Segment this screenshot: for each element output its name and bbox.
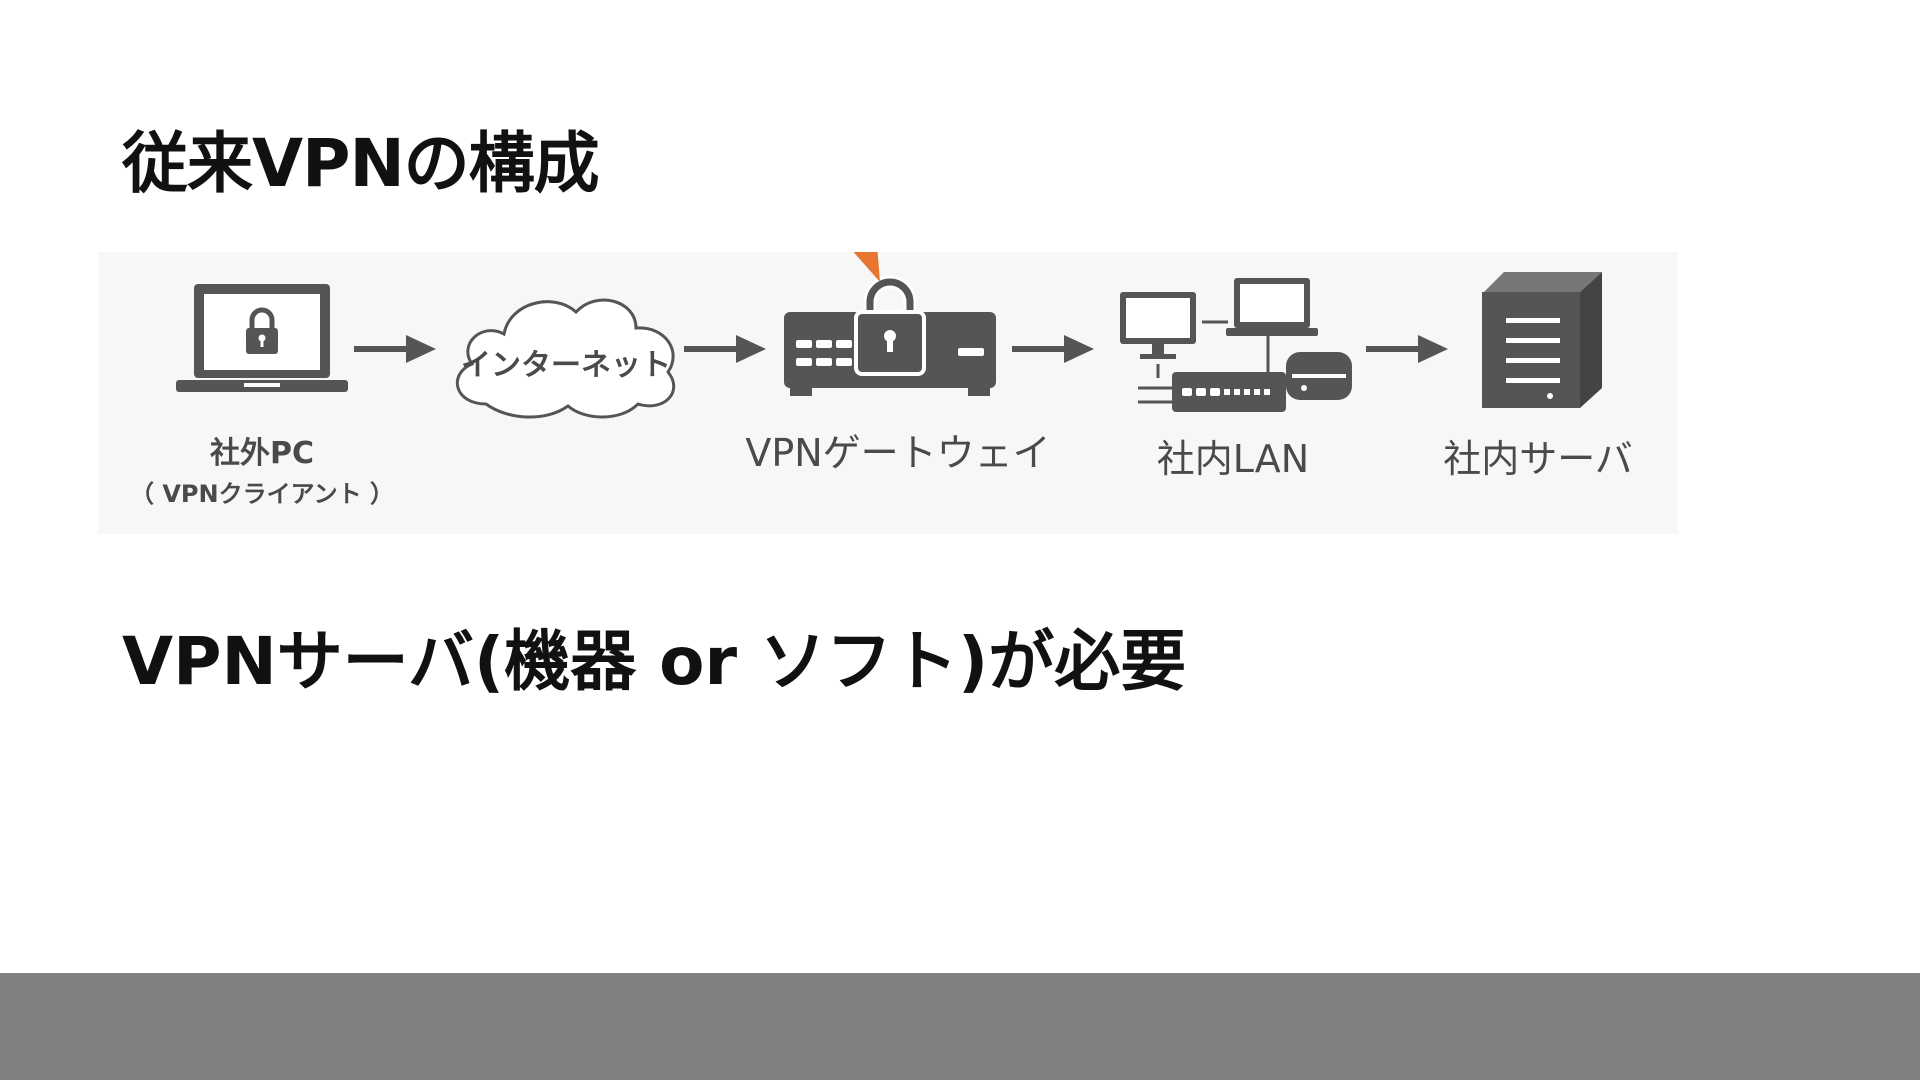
slide-title: 従来VPNの構成 [122,125,600,202]
lan-label: 社内LAN [1156,437,1310,481]
server-label: 社内サーバ [1443,437,1633,481]
lan-network-icon [1120,278,1352,412]
footer-bar [0,973,1920,1080]
client-sublabel: （ VPNクライアント ） [129,480,394,508]
laptop-icon [176,284,348,392]
diagram-canvas [176,252,1602,419]
vpn-gateway-icon [784,275,996,396]
gateway-label: VPNゲートウェイ [745,431,1051,475]
slide-subtitle: VPNサーバ(機器 or ソフト)が必要 [122,623,1187,700]
client-label: 社外PC [209,436,314,471]
arrow-right-icon [684,335,766,363]
lock-icon [246,307,278,354]
gateway-lock-icon [854,275,926,376]
vpn-diagram: インターネット 社外PC （ VPNクライアント ） VPNゲートウェイ 社内L… [98,252,1678,534]
arrow-right-icon [1012,335,1094,363]
highlight-arrow-icon [853,252,880,282]
server-icon [1482,272,1602,408]
arrow-right-icon [1366,335,1448,363]
arrow-right-icon [354,335,436,363]
cloud-icon [455,298,676,419]
